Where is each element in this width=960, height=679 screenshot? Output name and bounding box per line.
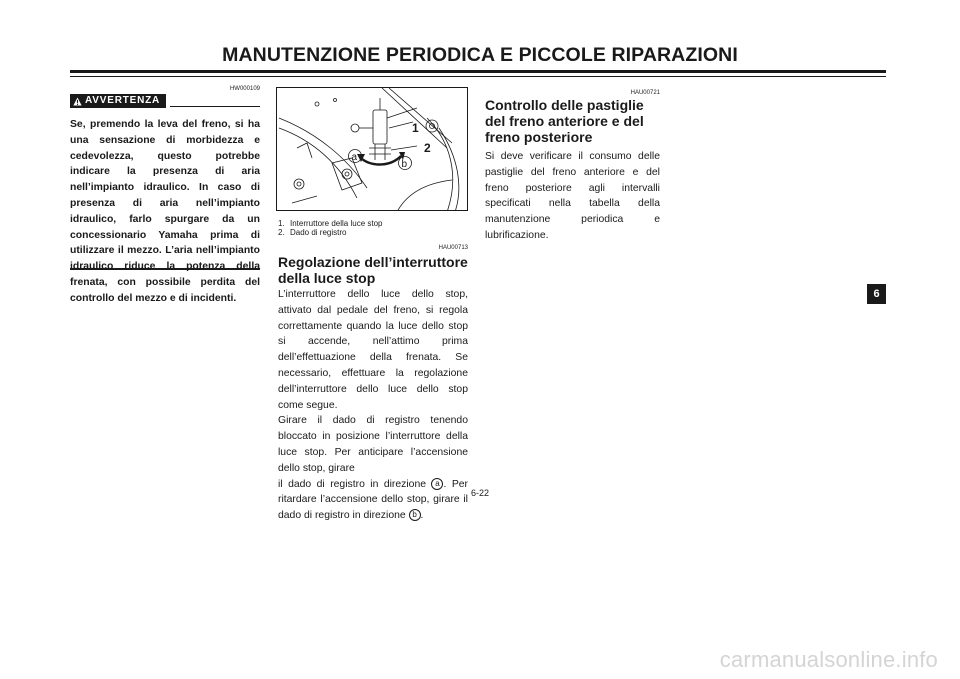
page-title: MANUTENZIONE PERIODICA E PICCOLE RIPARAZ… — [222, 44, 738, 66]
caption-2: 2.Dado di registro — [278, 228, 347, 237]
warning-badge-label: AVVERTENZA — [85, 95, 161, 106]
warning-badge: AVVERTENZA — [70, 94, 166, 108]
warning-text: Se, premendo la leva del freno, si ha un… — [70, 119, 260, 304]
page-number: 6-22 — [470, 488, 489, 498]
header-rule-thin — [70, 76, 886, 77]
stop-switch-title: Regolazione dell’interruttore della luce… — [278, 254, 468, 286]
brake-switch-drawing: 1 2 a b — [278, 88, 460, 210]
warning-triangle-icon — [73, 96, 82, 106]
caption-1: 1.Interruttore della luce stop — [278, 219, 383, 228]
warning-end-rule — [70, 268, 260, 270]
stop-switch-paragraph-1: L’interruttore dello luce dello stop, at… — [278, 289, 468, 411]
watermark: carmanualsonline.info — [719, 647, 938, 672]
stop-switch-code: HAU00713 — [438, 245, 468, 251]
pads-body: Si deve verificare il consumo delle past… — [485, 151, 660, 241]
stop-switch-body: L’interruttore dello luce dello stop, at… — [278, 287, 468, 524]
brake-switch-illustration: 1 2 a b — [276, 87, 468, 211]
pads-title: Controllo delle pastiglie del freno ante… — [485, 97, 644, 145]
pads-code: HAU00721 — [630, 90, 660, 96]
figure-captions: 1.Interruttore della luce stop 2.Dado di… — [278, 219, 468, 237]
direction-b-marker: b — [408, 509, 421, 522]
callout-b: b — [402, 159, 408, 170]
chapter-tab: 6 — [867, 284, 886, 304]
stop-switch-paragraph-2: Girare il dado di registro tenendo blocc… — [278, 415, 468, 474]
header-rule-thick — [70, 70, 886, 73]
stop-switch-paragraph-3: il dado di registro in direzione a. Per … — [278, 477, 468, 522]
callout-2: 2 — [424, 141, 431, 155]
callout-a: a — [352, 152, 358, 163]
direction-a-marker: a — [431, 477, 444, 490]
warning-badge-rule — [170, 106, 260, 107]
callout-1: 1 — [412, 121, 419, 135]
warning-code: HW000109 — [229, 86, 260, 92]
